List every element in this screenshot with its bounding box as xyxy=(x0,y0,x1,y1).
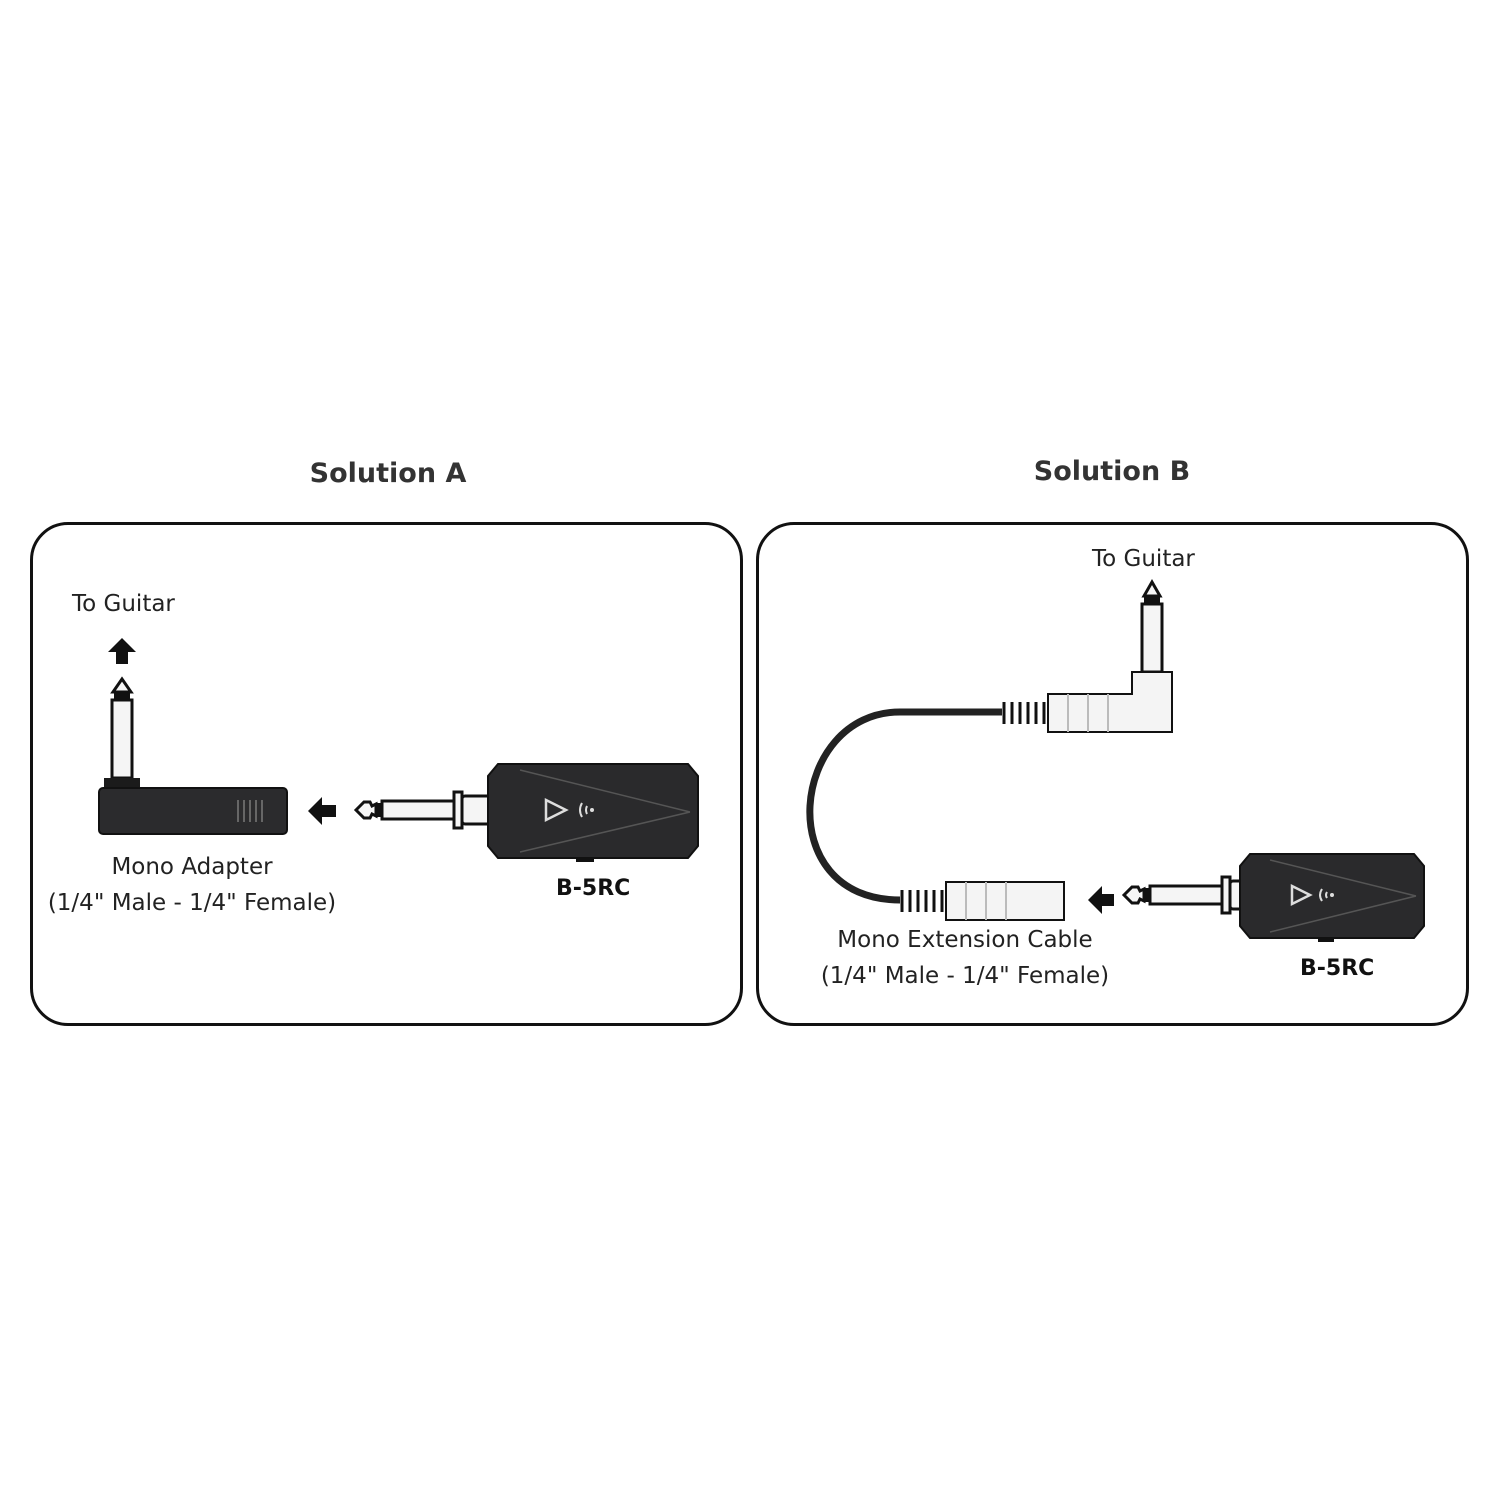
solution-a-panel xyxy=(30,522,743,1026)
female-jack xyxy=(900,881,1065,921)
device-label-b: B-5RC xyxy=(1300,956,1375,981)
to-guitar-label-a: To Guitar xyxy=(72,591,175,617)
adapter-label-line1: Mono Adapter xyxy=(111,854,273,880)
up-arrow-icon xyxy=(108,638,136,664)
b5rc-transmitter-a xyxy=(354,763,699,862)
to-guitar-label-b: To Guitar xyxy=(1092,546,1195,572)
b5rc-transmitter-b xyxy=(1122,853,1425,942)
left-arrow-icon xyxy=(308,797,336,825)
extension-cable xyxy=(806,708,1002,904)
right-angle-plug xyxy=(1002,578,1173,733)
solution-a-title: Solution A xyxy=(309,458,467,489)
left-arrow-icon xyxy=(1088,886,1114,914)
cable-label-line1: Mono Extension Cable xyxy=(837,927,1093,953)
adapter-label-line2: (1/4" Male - 1/4" Female) xyxy=(47,890,337,916)
mono-adapter xyxy=(98,676,288,835)
device-label-a: B-5RC xyxy=(556,876,631,901)
solution-b-panel xyxy=(756,522,1469,1026)
cable-label-line2: (1/4" Male - 1/4" Female) xyxy=(820,963,1110,989)
solution-b-title: Solution B xyxy=(1033,456,1191,487)
